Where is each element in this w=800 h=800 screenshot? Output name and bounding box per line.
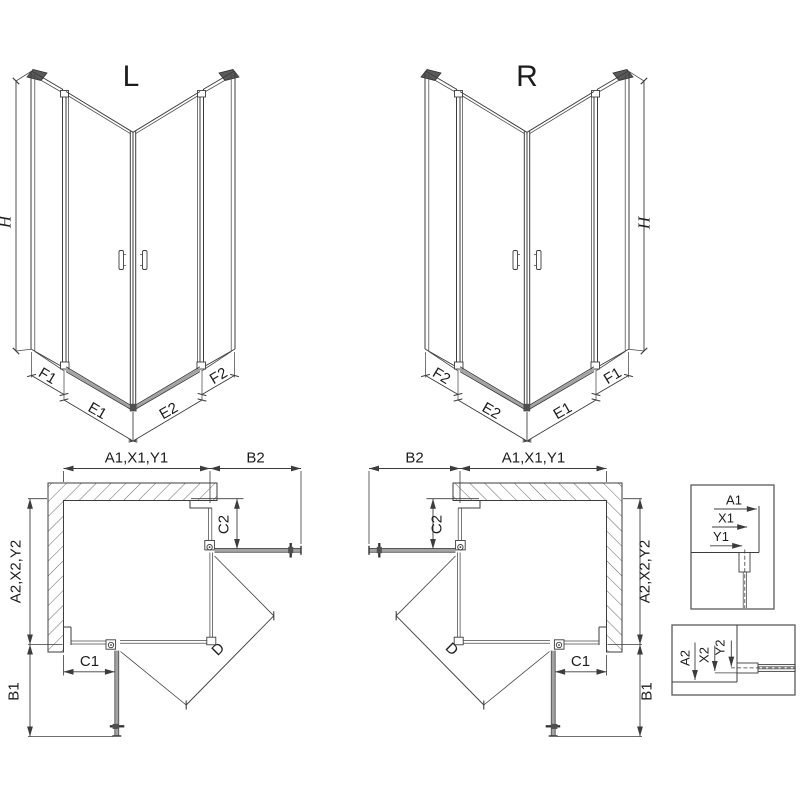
dim-label-c1-right: C1	[571, 653, 590, 670]
detail-box-width-profile: A1 X1 Y1	[690, 484, 775, 610]
dim-label-b2-left: B2	[246, 450, 264, 467]
dim-label-f2-left: F2	[207, 364, 231, 388]
dim-label-height-right: H	[635, 215, 654, 230]
perspective-view-right: R H F2 E2 E1 F1	[421, 60, 654, 441]
detail-dim-a2: A2	[678, 650, 693, 666]
dim-label-width-left: A1,X1,Y1	[105, 450, 168, 467]
dim-label-depth-left: A2,X2,Y2	[8, 540, 25, 603]
detail-dim-y1: Y1	[713, 529, 729, 544]
variant-title-right: R	[516, 60, 538, 93]
dim-label-f1-right: F1	[601, 364, 625, 388]
dim-label-height-left: H	[0, 214, 15, 229]
detail-dim-y2: Y2	[713, 640, 728, 656]
perspective-view-left: L H F1 E1 E2 F2	[0, 60, 239, 441]
dim-label-b1-right: B1	[639, 682, 656, 700]
dim-label-c2-left: C2	[216, 515, 233, 534]
dim-label-b2-right: B2	[405, 450, 423, 467]
dim-label-e1-left: E1	[85, 399, 109, 423]
plan-view-right: B2 A1,X1,Y1 C2 A2,X2,Y2 C1 B1 D	[369, 450, 656, 737]
dim-label-f2-right: F2	[429, 364, 453, 388]
dim-label-e2-right: E2	[479, 399, 503, 423]
dim-label-b1-left: B1	[6, 682, 23, 700]
detail-box-depth-profile: A2 X2 Y2	[671, 624, 796, 696]
dim-label-f1-left: F1	[35, 364, 59, 388]
dim-label-e1-right: E1	[551, 399, 575, 423]
dim-label-depth-right: A2,X2,Y2	[637, 540, 654, 603]
detail-dim-x2: X2	[697, 647, 712, 663]
detail-dim-x1: X1	[718, 511, 734, 526]
dim-label-width-right: A1,X1,Y1	[502, 450, 565, 467]
detail-dim-a1: A1	[726, 493, 742, 508]
variant-title-left: L	[123, 60, 140, 93]
dim-label-e2-left: E2	[157, 399, 181, 423]
plan-view-left: A1,X1,Y1 B2 C2 A2,X2,Y2 C1 B1 D	[6, 450, 302, 737]
dim-label-c2-right: C2	[429, 515, 446, 534]
dim-label-c1-left: C1	[80, 653, 99, 670]
